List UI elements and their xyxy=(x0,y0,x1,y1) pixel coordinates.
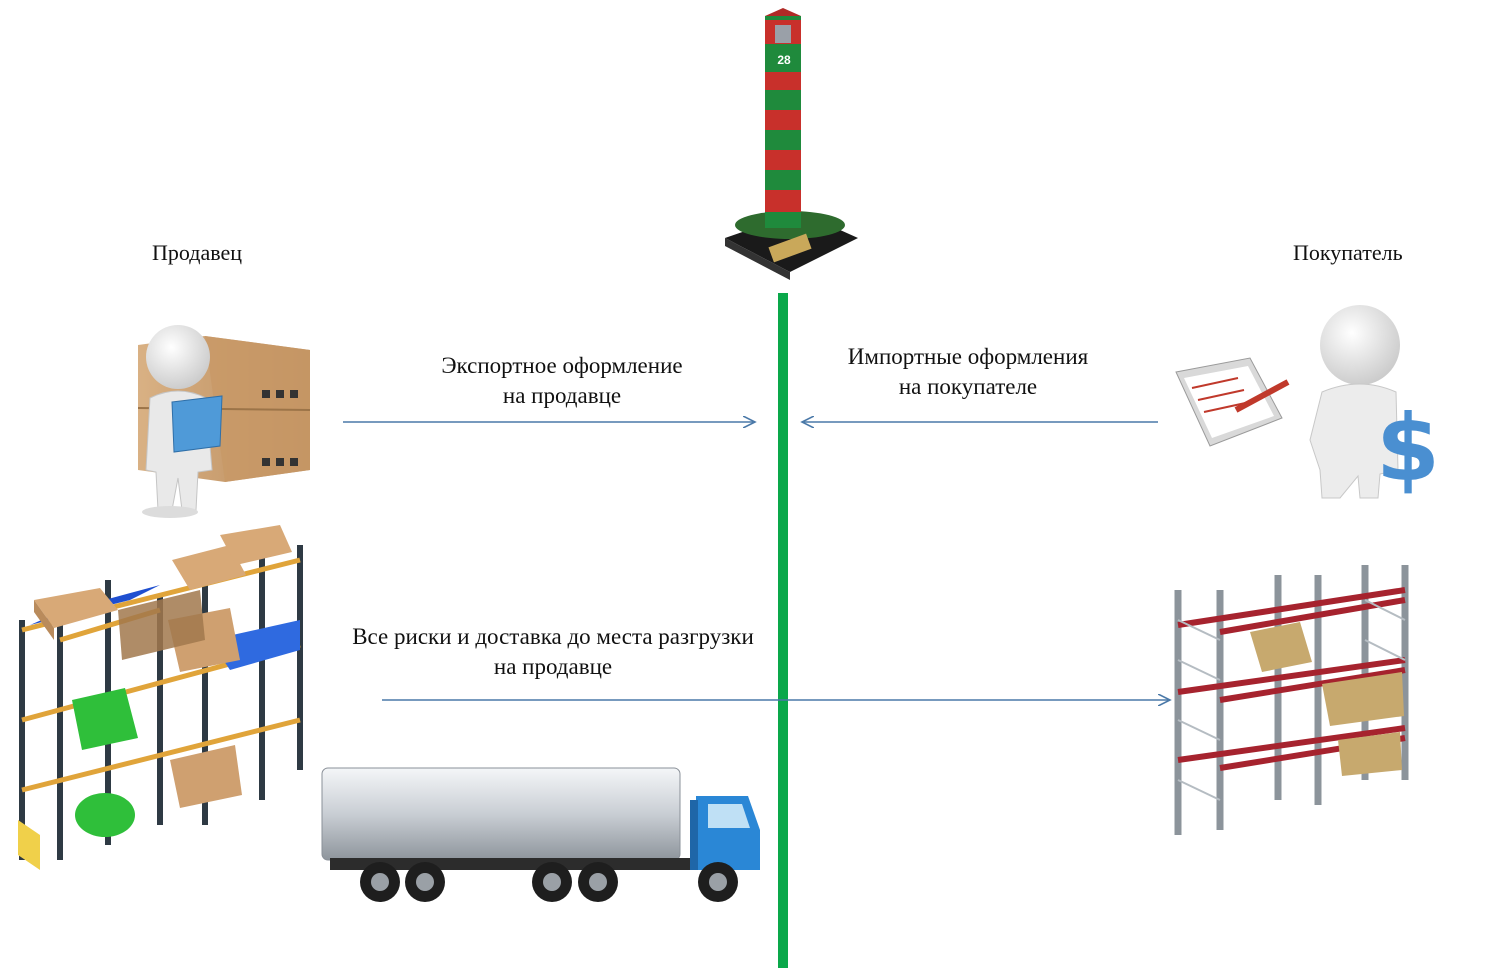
seller-label: Продавец xyxy=(152,240,243,265)
buyer-with-dollar-icon: $ xyxy=(1175,305,1440,502)
export-text-line1: Экспортное оформление xyxy=(441,353,683,378)
buyer-warehouse-rack-icon xyxy=(1174,565,1409,835)
export-text-line2: на продавце xyxy=(502,383,622,408)
emblem-icon xyxy=(775,25,791,43)
export-clearance-text: Экспортное оформление на продавце xyxy=(420,351,704,411)
risk-delivery-text: Все риски и доставка до места разгрузки … xyxy=(330,622,776,682)
seller-warehouse-rack-icon xyxy=(18,525,303,870)
seller-with-boxes-icon xyxy=(137,325,311,518)
post-number: 28 xyxy=(777,53,791,67)
border-post-icon: 28 xyxy=(725,8,858,280)
buyer-label: Покупатель xyxy=(1293,240,1403,265)
risk-text-line2: на продавце xyxy=(493,654,613,679)
dollar-icon: $ xyxy=(1376,395,1440,502)
truck-icon xyxy=(321,767,760,902)
risk-text-line1: Все риски и доставка до места разгрузки xyxy=(352,624,754,649)
import-clearance-text: Импортные оформления на покупателе xyxy=(830,342,1106,402)
import-text-line2: на покупателе xyxy=(898,374,1038,399)
import-text-line1: Импортные оформления xyxy=(847,344,1089,369)
